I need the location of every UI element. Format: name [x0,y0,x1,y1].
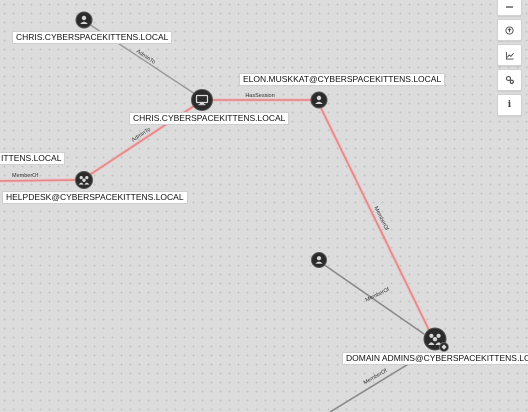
menu-icon [505,5,514,8]
user-icon [315,256,323,264]
info-button[interactable]: i [497,94,522,116]
node-mid-user[interactable] [311,252,327,268]
label-chris-user: CHRIS.CYBERSPACEKITTENS.LOCAL [12,31,173,44]
edge-has-session[interactable]: HasSession [212,93,314,102]
label-chris-computer: CHRIS.CYBERSPACEKITTENS.LOCAL [129,112,290,125]
edge-label-has-session: HasSession [245,93,274,99]
group-icon [78,176,90,185]
label-partial-left: ITTENS.LOCAL [0,152,66,165]
label-elon: ELON.MUSKKAT@CYBERSPACEKITTENS.LOCAL [239,73,446,86]
user-icon [80,15,88,24]
chart-button[interactable] [497,44,522,66]
computer-icon [195,94,209,106]
graph-toolbar: i [497,0,522,119]
node-chris-user[interactable] [75,11,93,29]
info-icon: i [507,100,512,110]
chart-icon [505,51,514,60]
settings-button[interactable] [497,69,522,91]
user-icon [315,95,323,104]
edge-member-of-mid[interactable]: MemberOf [322,263,425,335]
edge-member-of-elon[interactable]: MemberOf [319,107,432,333]
upload-button[interactable] [497,19,522,41]
node-domain-admins[interactable] [423,327,449,352]
edge-label-member-of-helpdesk: MemberOf [12,173,38,179]
node-helpdesk[interactable] [75,171,93,189]
label-domain-admins: DOMAIN ADMINS@CYBERSPACEKITTENS.LOCAL [342,352,528,365]
upload-icon [505,25,514,35]
node-chris-computer[interactable] [191,89,213,111]
menu-button[interactable] [497,0,522,16]
settings-icon [505,75,514,84]
high-value-diamond-icon [439,342,449,352]
label-helpdesk: HELPDESK@CYBERSPACEKITTENS.LOCAL [2,191,188,204]
edge-member-of-helpdesk[interactable]: MemberOf [0,173,77,183]
node-elon[interactable] [310,91,328,109]
group-icon [428,333,442,345]
